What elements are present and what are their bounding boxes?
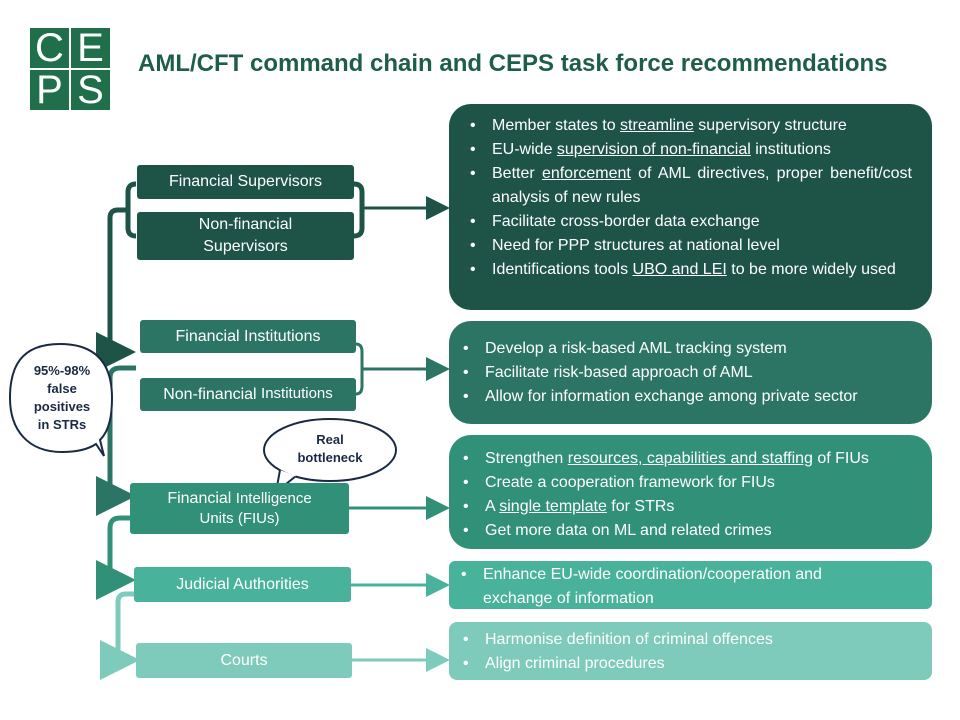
rec-text: Allow for information exchange among pri… — [485, 388, 858, 405]
rec-text: Strengthen — [485, 450, 568, 467]
callout-line: in STRs — [37, 417, 87, 432]
recommendation-item: Enhance EU-wide coordination/cooperation… — [461, 563, 872, 611]
recommendations-judicial: Enhance EU-wide coordination/cooperation… — [449, 561, 932, 609]
rec-text: Better — [492, 165, 542, 182]
recommendations-supervisors: Member states to streamline supervisory … — [449, 104, 932, 310]
actor-nonfinancial-institutions: Non-financial Institutions — [140, 378, 356, 411]
rec-emphasis: supervision of non-financial — [556, 141, 751, 158]
false-positives-callout: 95%-98% false positives in STRs — [14, 362, 110, 434]
recommendation-item: Better enforcement of AML directives, pr… — [470, 162, 912, 210]
rec-text: Facilitate risk-based approach of AML — [485, 364, 753, 381]
chain-fius-judicial — [96, 515, 136, 600]
institutions-right-bracket — [355, 342, 364, 396]
rec-text: A — [485, 498, 500, 515]
rec-text: Align criminal procedures — [485, 655, 665, 672]
nonfin-inst-label-b: Institutions — [261, 385, 333, 403]
actor-fius: Financial Intelligence Units (FIUs) — [130, 483, 349, 534]
rec-text: of FIUs — [812, 450, 869, 467]
recommendation-item: Strengthen resources, capabilities and s… — [463, 447, 918, 471]
rec-text: institutions — [750, 141, 831, 158]
recommendation-item: Align criminal procedures — [463, 652, 918, 676]
rec-list: Enhance EU-wide coordination/cooperation… — [449, 563, 872, 611]
page-title: AML/CFT command chain and CEPS task forc… — [138, 50, 888, 77]
chain-judicial-courts — [100, 591, 140, 680]
recommendation-item: Member states to streamline supervisory … — [470, 114, 912, 138]
supervisors-left-bracket — [125, 181, 137, 239]
rec-emphasis: UBO and LEI — [632, 261, 727, 278]
actor-financial-institutions: Financial Institutions — [140, 320, 356, 353]
rec-list: Strengthen resources, capabilities and s… — [449, 447, 918, 543]
rec-text: Facilitate cross-border data exchange — [492, 213, 760, 230]
logo-letter-p: P — [28, 68, 71, 112]
rec-list: Member states to streamline supervisory … — [456, 114, 912, 282]
rec-emphasis: single template — [499, 498, 607, 515]
callout-line: 95%-98% — [33, 363, 91, 378]
actor-nonfinancial-supervisors: Non-financial Supervisors — [137, 212, 354, 260]
recommendation-item: EU-wide supervision of non-financial ins… — [470, 138, 912, 162]
rec-text: to be more widely used — [726, 261, 896, 278]
nonfin-inst-label-a: Non-financial — [163, 385, 262, 403]
recommendation-item: Get more data on ML and related crimes — [463, 519, 918, 543]
actor-courts: Courts — [136, 643, 352, 678]
rec-list: Develop a risk-based AML tracking system… — [449, 337, 918, 409]
recommendation-item: Identifications tools UBO and LEI to be … — [470, 258, 912, 282]
rec-text: Need for PPP structures at national leve… — [492, 237, 780, 254]
callout-line: bottleneck — [297, 450, 363, 465]
callout-line: false — [47, 381, 77, 396]
recommendation-item: Facilitate risk-based approach of AML — [463, 361, 918, 385]
rec-text: Enhance EU-wide coordination/cooperation… — [483, 566, 822, 607]
rec-text: of AML directives, proper benefit/cost a… — [492, 165, 912, 206]
recommendation-item: Facilitate cross-border data exchange — [470, 210, 912, 234]
rec-text: supervisory structure — [693, 117, 847, 134]
recommendations-courts: Harmonise definition of criminal offence… — [449, 622, 932, 680]
recommendation-item: Allow for information exchange among pri… — [463, 385, 918, 409]
actor-judicial-authorities: Judicial Authorities — [134, 567, 351, 602]
fius-label-a: Financial — [167, 489, 236, 507]
rec-emphasis: enforcement — [541, 165, 631, 182]
rec-text: EU-wide — [492, 141, 557, 158]
recommendation-item: Develop a risk-based AML tracking system — [463, 337, 918, 361]
rec-list: Harmonise definition of criminal offence… — [449, 628, 918, 676]
callout-line: positives — [33, 399, 91, 414]
rec-text: Identifications tools — [492, 261, 633, 278]
logo-letter-c: C — [28, 26, 71, 70]
recommendation-item: Need for PPP structures at national leve… — [470, 234, 912, 258]
recommendations-institutions: Develop a risk-based AML tracking system… — [449, 321, 932, 424]
logo-letter-s: S — [69, 68, 112, 112]
fius-label-b: Intelligence — [235, 489, 312, 507]
bottleneck-bubble-body — [263, 418, 397, 482]
logo-letter-e: E — [69, 26, 112, 70]
rec-emphasis: resources, capabilities and staffing — [567, 450, 813, 467]
ceps-logo: C E P S — [28, 26, 112, 112]
recommendation-item: Create a cooperation framework for FIUs — [463, 471, 918, 495]
rec-text: Get more data on ML and related crimes — [485, 522, 772, 539]
recommendation-item: Harmonise definition of criminal offence… — [463, 628, 918, 652]
callout-line: Real — [316, 432, 344, 447]
rec-text: Harmonise definition of criminal offence… — [485, 631, 773, 648]
supervisors-right-bracket — [353, 181, 365, 239]
chain-supervisors-institutions — [96, 207, 136, 372]
recommendations-fius: Strengthen resources, capabilities and s… — [449, 435, 932, 549]
false-positives-bubble — [8, 342, 114, 457]
chain-institutions-fius — [96, 365, 136, 516]
rec-text: Develop a risk-based AML tracking system — [485, 340, 787, 357]
recommendation-item: A single template for STRs — [463, 495, 918, 519]
rec-text: Create a cooperation framework for FIUs — [485, 474, 775, 491]
rec-text: Member states to — [492, 117, 621, 134]
rec-text: for STRs — [606, 498, 675, 515]
bottleneck-callout: Real bottleneck — [270, 431, 390, 467]
actor-financial-supervisors: Financial Supervisors — [137, 165, 354, 199]
rec-emphasis: streamline — [620, 117, 694, 134]
fius-label-c: Units (FIUs) — [199, 510, 280, 528]
